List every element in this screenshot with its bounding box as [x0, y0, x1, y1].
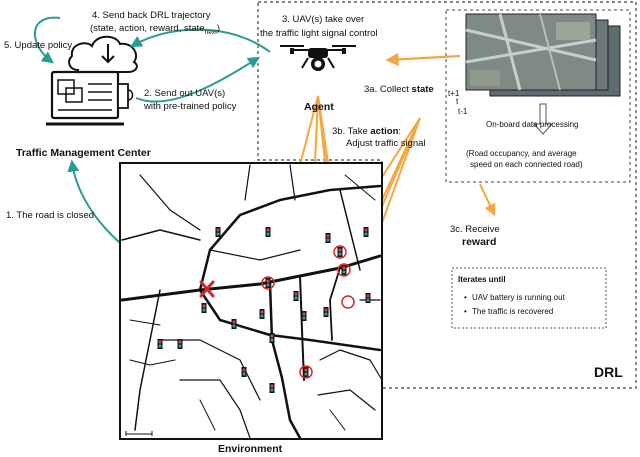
- step3b-suffix: :: [398, 126, 401, 137]
- step3c-label-line1: 3c. Receive: [450, 224, 500, 235]
- step4-label-line2: (state, action, reward, statenext): [90, 23, 220, 36]
- computer-icon: [46, 70, 134, 126]
- step3-label-line1: 3. UAV(s) take over: [282, 14, 364, 25]
- processing-box: [445, 9, 631, 183]
- step3b-label: 3b. Take action:: [332, 126, 401, 137]
- step3b-bold: action: [370, 126, 398, 137]
- step3a-label: 3a. Collect state: [364, 84, 434, 95]
- step3b-prefix: 3b. Take: [332, 126, 370, 137]
- step2-label-line2: with pre-trained policy: [143, 101, 237, 112]
- step3a-bold: state: [412, 84, 434, 95]
- step2-label-line1: 2. Send out UAV(s): [144, 88, 225, 99]
- drl-region: [257, 1, 637, 389]
- controlled-light-markers: [261, 245, 355, 379]
- drone-icon: [280, 45, 356, 71]
- scale-bar: [125, 431, 153, 436]
- step4-label-close: ): [217, 23, 220, 34]
- road-label-line2: speed on each connected road): [470, 160, 583, 169]
- iterates-bullet-1: •: [464, 293, 467, 302]
- frame-label-t: t: [456, 97, 459, 106]
- frame-label-tm1: t-1: [458, 107, 468, 116]
- step4-label-line1: 4. Send back DRL trajectory: [92, 10, 211, 21]
- step3a-prefix: 3a. Collect: [364, 84, 412, 95]
- processing-arrow: [532, 103, 554, 135]
- step4-label-sub: next: [205, 29, 217, 36]
- collect-state-arrow: [385, 52, 461, 67]
- tmc-label: Traffic Management Center: [16, 147, 151, 159]
- step3-label-line2: the traffic light signal control: [260, 28, 378, 39]
- step5-label: 5. Update policy: [4, 40, 72, 51]
- cloud-icon: [68, 35, 138, 73]
- close-x-icon: [199, 280, 215, 298]
- onboard-label: On-board data processing: [486, 120, 579, 129]
- traffic-lights: [157, 227, 371, 393]
- step3b-label-line2: Adjust traffic signal: [346, 138, 426, 149]
- iterates-item-1: UAV battery is running out: [472, 293, 566, 302]
- step4-label-main: (state, action, reward, state: [90, 23, 205, 34]
- iterates-bullet-2: •: [464, 307, 467, 316]
- step1-label: 1. The road is closed: [6, 210, 94, 221]
- step3c-label-bold: reward: [462, 236, 496, 248]
- frame-label-t1: t+1: [448, 89, 460, 98]
- road-label-line1: (Road occupancy, and average: [466, 149, 577, 158]
- iterates-box: [451, 267, 607, 329]
- environment-map: [119, 162, 383, 440]
- agent-label: Agent: [304, 101, 334, 113]
- iterates-title: Iterates until: [458, 275, 506, 284]
- camera-frames: [465, 13, 621, 97]
- iterates-item-2: The traffic is recovered: [472, 307, 553, 316]
- drl-label: DRL: [594, 364, 623, 380]
- environment-label: Environment: [218, 443, 283, 455]
